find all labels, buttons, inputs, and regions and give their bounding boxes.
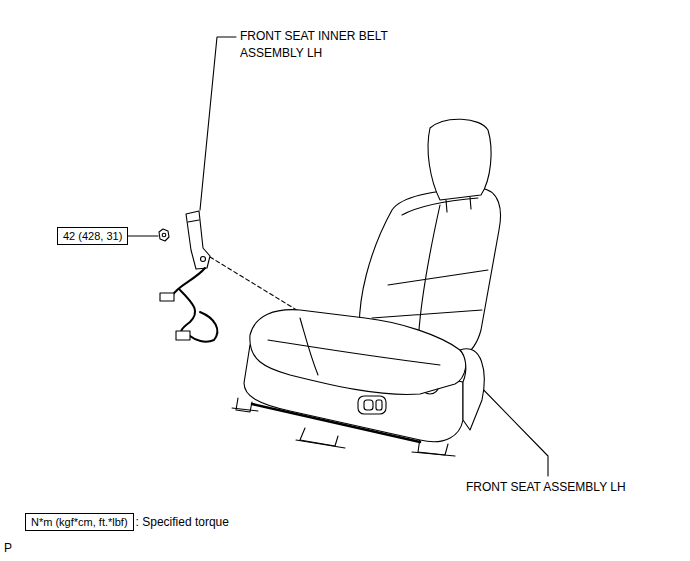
nut: [162, 233, 166, 237]
seat-side-panel: [460, 349, 484, 430]
seat-cushion: [250, 310, 466, 395]
belt-buckle: [186, 211, 210, 269]
connector: [160, 293, 174, 301]
legend-text: : Specified torque: [136, 514, 229, 531]
dashed-line: [210, 257, 300, 312]
leader-line: [128, 235, 158, 236]
wire-harness: [172, 268, 217, 342]
part-name: FRONT SEAT ASSEMBLY LH: [466, 479, 626, 496]
nut: [159, 229, 169, 241]
torque-spec-box: 42 (428, 31): [57, 227, 128, 245]
belt-buckle: [188, 220, 199, 222]
headrest: [428, 119, 491, 200]
torque-unit-box: N*m (kgf*cm, ft.*lbf): [25, 513, 134, 531]
torque-unit: N*m (kgf*cm, ft.*lbf): [31, 516, 128, 528]
page-mark: P: [4, 540, 12, 557]
bolt-hole: [201, 257, 206, 262]
connector: [176, 331, 190, 340]
torque-value: 42 (428, 31): [63, 230, 122, 242]
part-name: FRONT SEAT INNER BELT ASSEMBLY LH: [240, 28, 415, 62]
leader-line: [200, 37, 236, 210]
seat-seam: [268, 318, 440, 375]
